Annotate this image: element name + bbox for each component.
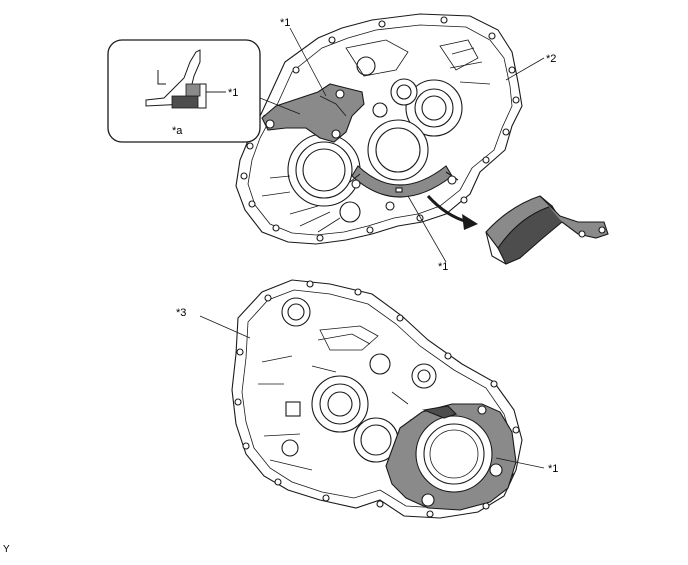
- label-top-part: *1: [280, 17, 290, 29]
- label-lower-housing: *3: [176, 307, 186, 319]
- inset-detail-box: [107, 39, 261, 143]
- leader-lower-part: [495, 457, 545, 469]
- leader-removed-cover: [407, 195, 447, 263]
- leader-lower-housing: [199, 315, 251, 339]
- label-lower-part: *1: [548, 463, 558, 475]
- label-inset-detail: *a: [172, 125, 183, 137]
- leader-housing: [505, 57, 545, 81]
- figure-code: Y: [3, 544, 10, 555]
- inset-connector-line: [259, 97, 301, 115]
- upper-arc-plate: [349, 165, 459, 211]
- label-inset-part: *1: [228, 87, 238, 99]
- upper-housing: [235, 13, 523, 245]
- leader-top-part: [289, 27, 327, 97]
- label-removed-cover: *1: [438, 261, 448, 273]
- lower-cover-part: [385, 403, 517, 511]
- upper-bracket-part: [261, 83, 365, 143]
- removed-cover: [485, 195, 609, 265]
- removal-arrow: [426, 194, 478, 230]
- label-housing: *2: [546, 53, 556, 65]
- leader-lines: [199, 27, 545, 469]
